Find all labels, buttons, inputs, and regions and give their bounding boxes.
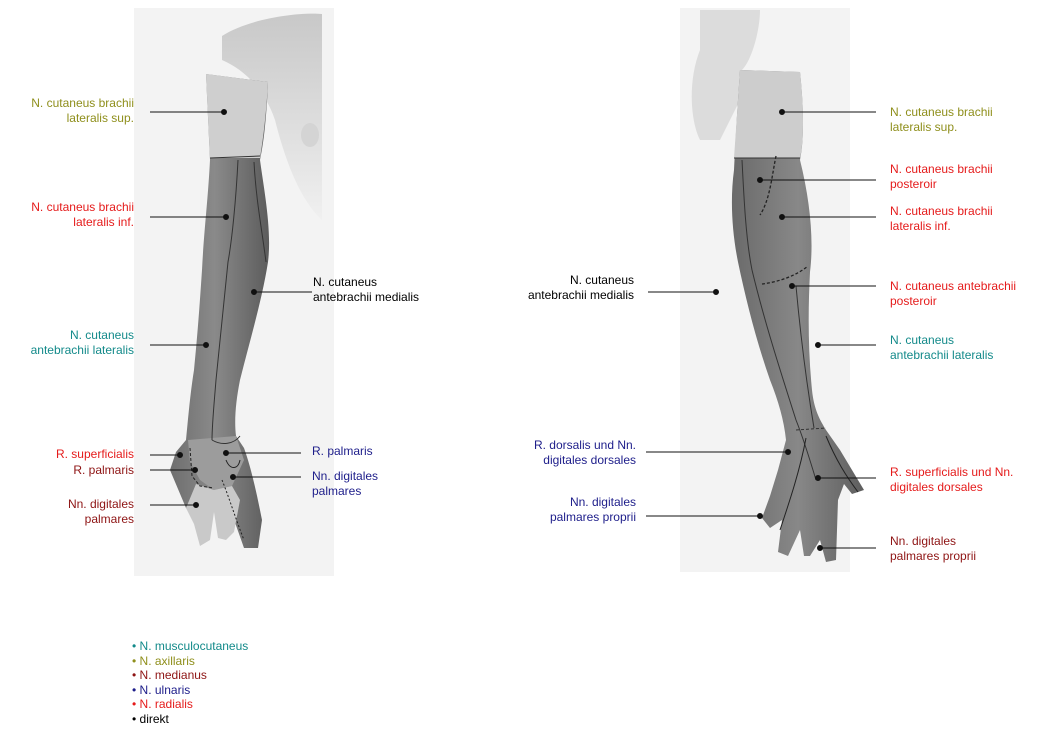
legend-item: • N. ulnaris <box>132 683 248 698</box>
label-left-r-superficialis: R. superficialis <box>56 447 134 462</box>
right-axillaris-zone <box>734 70 803 158</box>
legend-item: • N. musculocutaneus <box>132 639 248 654</box>
nerve-legend: • N. musculocutaneus • N. axillaris • N.… <box>132 639 248 726</box>
label-right-r-dorsalis: R. dorsalis und Nn.digitales dorsales <box>534 438 636 468</box>
left-axillaris-zone <box>206 74 268 158</box>
legend-item: • N. radialis <box>132 697 248 712</box>
legend-item: • N. medianus <box>132 668 248 683</box>
legend-item: • N. axillaris <box>132 654 248 669</box>
label-right-r-superficialis: R. superficialis und Nn.digitales dorsal… <box>890 465 1013 495</box>
label-left-r-palmaris-medianus: R. palmaris <box>73 463 134 478</box>
label-left-r-palmaris-ulnaris: R. palmaris <box>312 444 373 459</box>
legend-item: • direkt <box>132 712 248 727</box>
left-nipple-area <box>301 123 319 147</box>
